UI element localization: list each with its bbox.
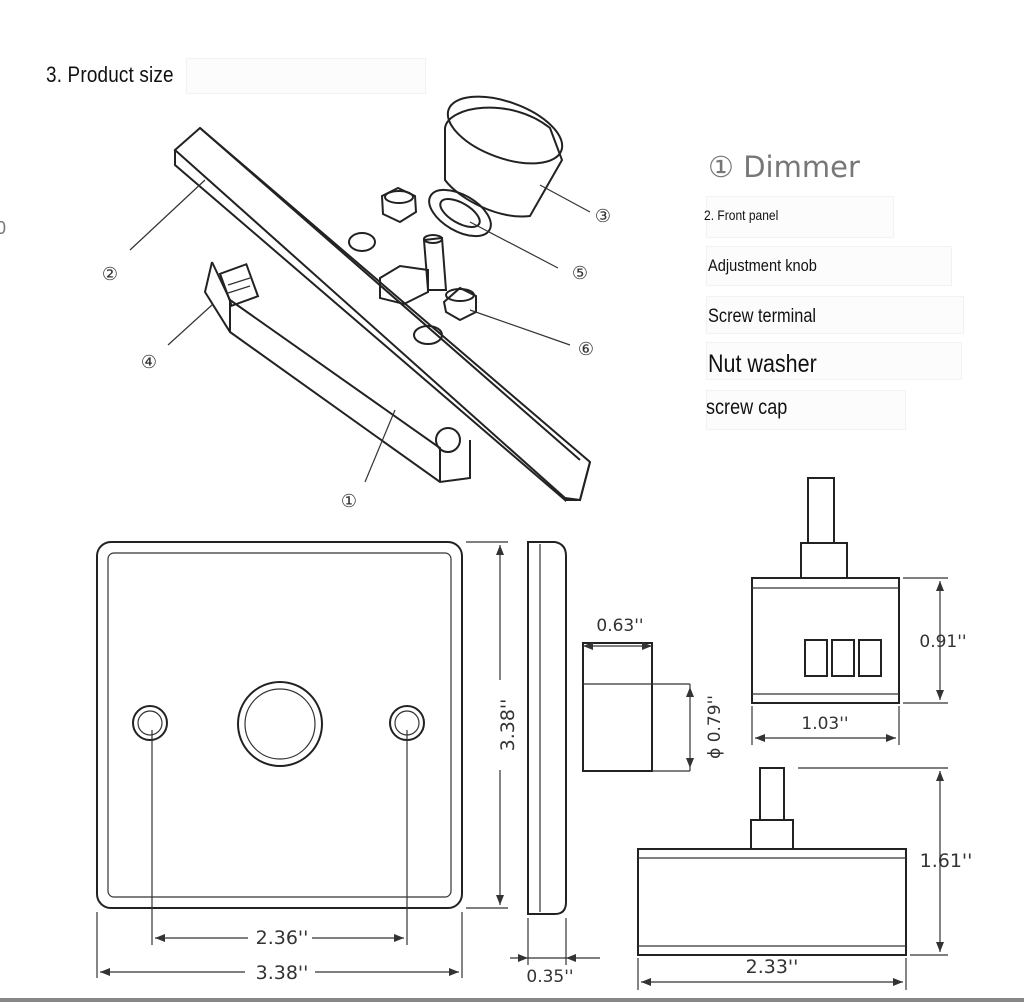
mount-hole [348,232,376,252]
ghost-box [706,390,906,430]
plate-side-outline [527,541,567,915]
legend-item-adjustment-knob: Adjustment knob [708,256,817,275]
body-collar [800,542,848,579]
section-title: 3. Product size [46,62,174,87]
ghost-box [706,342,962,380]
body-outline [751,577,900,704]
dim-knob-height: 0.63'' [596,616,643,636]
ghost-box [706,296,964,334]
ghost-box [706,196,894,238]
mount-hole [413,325,443,345]
plate-side-view: 0.35'' [510,541,600,987]
screw-cap [442,286,477,322]
dim-front-height: 3.38'' [497,699,519,752]
hex-nut [379,264,429,306]
callout-4: ④ [141,352,157,373]
callout-1: ① [341,491,357,512]
terminal-slot [858,639,882,677]
legend-item-nut-washer: Nut washer [708,350,817,378]
bottom-divider [0,998,1024,1002]
side-collar [750,819,794,850]
dimmer-side-view: 1.61'' 2.33'' [637,767,973,990]
knob-hole [237,681,323,767]
edge-glyph: 0 [0,218,7,238]
dim-side-width: 2.33'' [746,956,799,978]
left-screw [132,705,168,741]
legend-item-dimmer: ① Dimmer [708,150,860,184]
nut-washer [428,188,492,238]
terminal-slot [831,639,855,677]
callout-6: ⑥ [578,339,594,360]
legend-item-screw-cap: screw cap [706,396,788,419]
ghost-box [706,246,952,286]
body-shaft [807,477,835,544]
legend-item-screw-terminal: Screw terminal [708,306,817,327]
front-view: 2.36'' 3.38'' 3.38'' [96,541,519,984]
callout-2: ② [102,264,118,285]
dim-panel-depth: 0.35'' [526,967,573,987]
dim-body-width: 1.03'' [801,714,848,734]
dim-hole-spacing: 2.36'' [256,927,309,949]
front-plate [173,126,592,502]
dim-knob-diameter: ϕ 0.79'' [705,695,725,759]
dim-front-width: 3.38'' [256,962,309,984]
dimmer-body [203,261,471,484]
exploded-view [129,95,592,503]
callout-3: ③ [595,206,611,227]
knob [444,106,564,218]
ghost-box [186,58,426,94]
terminal-block [218,262,260,308]
knob-profile [582,642,653,772]
small-nut [380,186,418,224]
legend-item-front-panel: 2. Front panel [704,207,779,223]
side-shaft [759,767,785,821]
dim-side-height: 1.61'' [920,850,973,872]
shaft [422,236,448,291]
dim-body-height: 0.91'' [919,632,966,652]
callout-5: ⑤ [572,263,588,284]
front-plate-outline [96,541,463,909]
knob-profile-view: 0.63'' ϕ 0.79'' [582,616,725,772]
callouts: ① ② ③ ④ ⑤ ⑥ [102,206,611,512]
dimmer-body-view: 0.91'' 1.03'' [751,477,967,745]
terminal-slot [804,639,828,677]
side-body-outline [637,848,907,956]
side-hole [435,427,461,453]
